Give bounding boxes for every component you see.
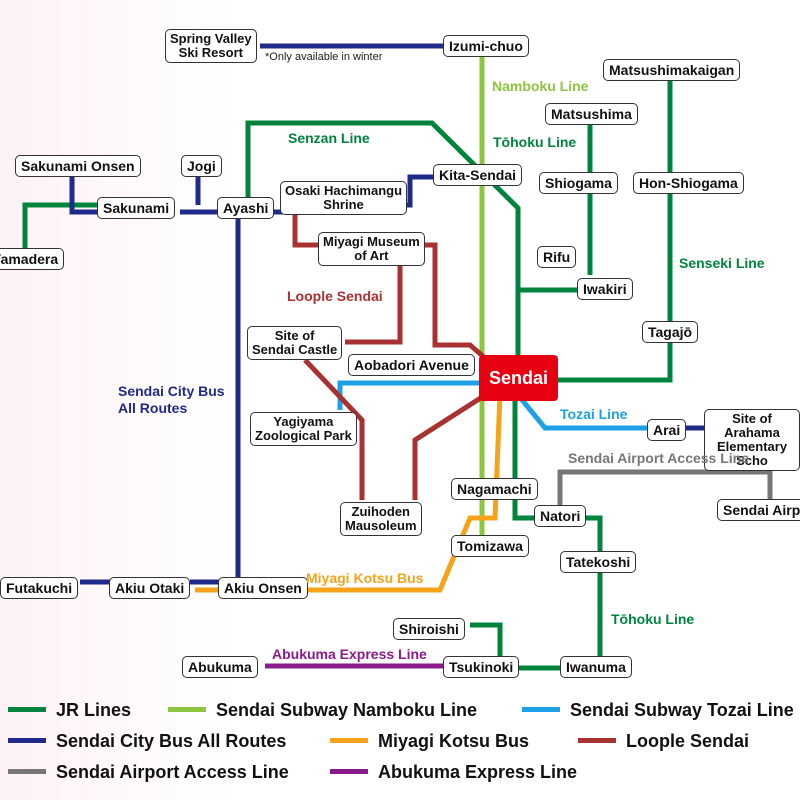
airport-access-line — [557, 469, 773, 505]
station-abukuma[interactable]: Abukuma — [182, 656, 258, 678]
legend-swatch — [168, 706, 206, 712]
legend-label: JR Lines — [56, 700, 132, 720]
legend-label: Sendai Subway Namboku Line — [216, 700, 478, 720]
label-airport-line: Sendai Airport Access Line — [568, 450, 750, 466]
label-tohoku-line-south: Tōhoku Line — [611, 611, 695, 627]
legend-label: Miyagi Kotsu Bus — [378, 731, 530, 751]
station-yamadera[interactable]: Yamadera — [0, 248, 65, 270]
legend-swatch — [330, 737, 368, 743]
legend-label: Sendai Subway Tozai Line — [570, 700, 794, 720]
legend-swatch — [8, 706, 46, 712]
loople-line-5 — [412, 389, 492, 500]
station-iwakiri[interactable]: Iwakiri — [577, 278, 633, 300]
station-tomizawa[interactable]: Tomizawa — [451, 535, 529, 557]
legend-swatch — [522, 706, 560, 712]
label-namboku-line: Namboku Line — [492, 78, 589, 94]
station-natori[interactable]: Natori — [534, 505, 587, 527]
label-tohoku-line-north: Tōhoku Line — [493, 134, 577, 150]
label-tozai-line: Tozai Line — [560, 406, 628, 422]
station-sakunami[interactable]: Sakunami — [97, 197, 176, 219]
station-ayashi[interactable]: Ayashi — [217, 197, 275, 219]
station-tatekoshi[interactable]: Tatekoshi — [560, 551, 637, 573]
station-kita-sendai[interactable]: Kita-Sendai — [433, 164, 523, 186]
station-aobadori-avenue[interactable]: Aobadori Avenue — [348, 354, 475, 376]
miyagi-kotsu-line — [195, 394, 503, 593]
station-miyagi-museum[interactable]: Miyagi Museum of Art — [318, 232, 425, 266]
legend-label: Sendai Airport Access Line — [56, 762, 289, 782]
bus-sakunami — [69, 175, 100, 215]
station-spring-valley[interactable]: Spring Valley Ski Resort — [165, 29, 257, 63]
station-sendai[interactable]: Sendai — [479, 355, 559, 401]
station-matsushimakaigan[interactable]: Matsushimakaigan — [603, 59, 741, 81]
loople-line — [292, 205, 318, 248]
tozai-line — [337, 380, 482, 410]
legend-label: Abukuma Express Line — [378, 762, 578, 782]
jr-senzan — [245, 120, 521, 360]
legend-tozai-line: Sendai Subway Tozai Line — [522, 700, 794, 721]
station-tsukinoki[interactable]: Tsukinoki — [443, 656, 520, 678]
station-akiu-otaki[interactable]: Akiu Otaki — [109, 577, 191, 599]
legend-swatch — [8, 768, 46, 774]
station-osaki-hachimangu[interactable]: Osaki Hachimangu Shrine — [280, 181, 408, 215]
station-rifu[interactable]: Rifu — [537, 246, 577, 268]
station-sendai-castle[interactable]: Site of Sendai Castle — [247, 326, 343, 360]
legend-airport-line: Sendai Airport Access Line — [8, 762, 289, 783]
winter-note: *Only available in winter — [265, 51, 383, 63]
legend-swatch — [8, 737, 46, 743]
label-loople-sendai: Loople Sendai — [287, 288, 383, 304]
label-senseki-line: Senseki Line — [679, 255, 765, 271]
legend-swatch — [578, 737, 616, 743]
jr-tohoku-south — [512, 395, 603, 671]
station-futakuchi[interactable]: Futakuchi — [0, 577, 79, 599]
jr-tsukinoki — [470, 622, 560, 671]
tozai-line-east — [516, 393, 650, 431]
station-yagiyama-zoo[interactable]: Yagiyama Zoological Park — [250, 412, 357, 446]
station-matsushima[interactable]: Matsushima — [545, 103, 638, 125]
legend-label: Loople Sendai — [626, 731, 750, 751]
station-jogi[interactable]: Jogi — [181, 155, 222, 177]
label-abukuma-line: Abukuma Express Line — [272, 646, 427, 662]
station-iwanuma[interactable]: Iwanuma — [560, 656, 632, 678]
legend-jr-lines: JR Lines — [8, 700, 131, 721]
station-akiu-onsen[interactable]: Akiu Onsen — [218, 577, 308, 599]
station-tagajo[interactable]: Tagajō — [642, 321, 699, 343]
legend-loople-sendai: Loople Sendai — [578, 731, 749, 752]
station-nagamachi[interactable]: Nagamachi — [451, 478, 538, 500]
label-miyagi-kotsu-bus: Miyagi Kotsu Bus — [306, 570, 424, 586]
legend-label: Sendai City Bus All Routes — [56, 731, 287, 751]
loople-line-4 — [303, 358, 365, 500]
label-senzan-line: Senzan Line — [288, 130, 370, 146]
legend-abukuma-line: Abukuma Express Line — [330, 762, 577, 783]
label-city-bus: Sendai City Bus All Routes — [118, 383, 225, 416]
station-shiogama[interactable]: Shiogama — [539, 172, 618, 194]
legend-miyagi-kotsu: Miyagi Kotsu Bus — [330, 731, 529, 752]
station-zuihoden[interactable]: Zuihoden Mausoleum — [340, 502, 422, 536]
station-sakunami-onsen[interactable]: Sakunami Onsen — [15, 155, 141, 177]
loople-line-3 — [345, 265, 403, 345]
legend-city-bus: Sendai City Bus All Routes — [8, 731, 286, 752]
legend-namboku-line: Sendai Subway Namboku Line — [168, 700, 477, 721]
station-shiroishi[interactable]: Shiroishi — [393, 618, 465, 640]
station-hon-shiogama[interactable]: Hon-Shiogama — [633, 172, 744, 194]
station-sendai-airport[interactable]: Sendai Airp — [717, 499, 800, 521]
station-arai[interactable]: Arai — [647, 419, 687, 441]
station-izumi-chuo[interactable]: Izumi-chuo — [443, 35, 529, 57]
legend-swatch — [330, 768, 368, 774]
